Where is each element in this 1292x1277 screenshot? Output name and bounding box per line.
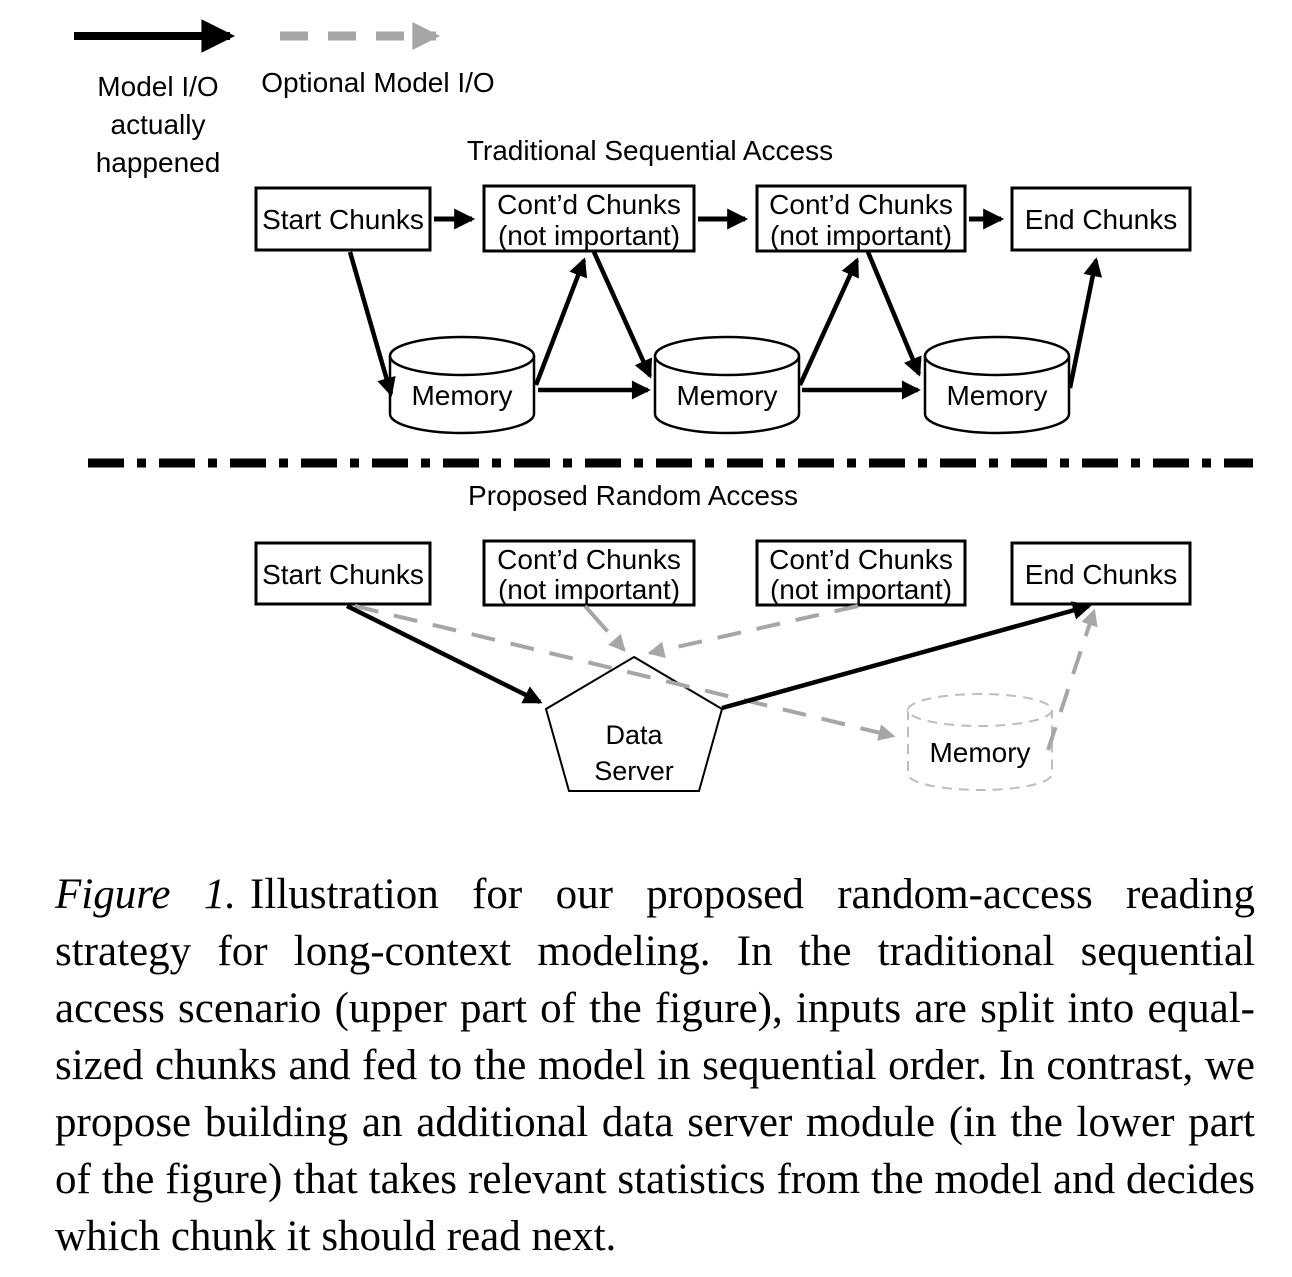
memory-cylinder-2: Memory	[653, 335, 801, 435]
legend-model-io-line3: happened	[96, 147, 221, 178]
trad-contd-chunks-2-line2: (not important)	[770, 220, 952, 251]
figure-label: Figure 1.	[55, 871, 237, 918]
prop-contd-chunks-2-box	[755, 539, 967, 607]
traditional-sequential-access-diagram: Traditional Sequential Access Start Chun…	[254, 135, 1192, 435]
arrow-start-to-server	[345, 603, 543, 705]
prop-start-chunks-label: Start Chunks	[262, 559, 424, 590]
data-server-pentagon: Data Server	[544, 655, 724, 792]
prop-end-chunks-box	[1010, 541, 1192, 606]
legend-model-io-line2: actually	[111, 109, 206, 140]
arrow-memory3-to-end	[1067, 257, 1103, 389]
prop-contd-chunks-1-line1: Cont’d Chunks	[497, 544, 681, 575]
trad-end-chunks-box	[1010, 186, 1192, 252]
memory-1-label: Memory	[411, 380, 512, 411]
figure-diagram: Model I/O actually happened Optional Mod…	[74, 19, 1253, 792]
arrow-memory1-to-contd1	[533, 257, 588, 386]
arrow-contd2-to-memory3	[865, 251, 922, 377]
data-server-line2: Server	[594, 756, 674, 786]
trad-start-chunks-box	[254, 186, 432, 252]
arrow-memory2-to-contd2	[797, 257, 860, 386]
prop-contd-chunks-1-box	[482, 539, 696, 607]
dashed-arrow-start-to-memory	[354, 604, 896, 741]
figure-caption-text: Illustration for our proposed random-acc…	[55, 871, 1255, 1260]
memory-cylinder-1: Memory	[388, 335, 536, 435]
proposed-random-access-diagram: Proposed Random Access Start Chunks Cont…	[254, 480, 1192, 792]
trad-contd-chunks-1-box	[482, 184, 696, 253]
arrow-server-to-end	[721, 601, 1092, 711]
trad-contd-chunks-1-line2: (not important)	[498, 220, 680, 251]
dashed-arrow-memory-to-end	[1046, 608, 1098, 751]
optional-memory-cylinder: Memory	[907, 693, 1053, 791]
memory-2-label: Memory	[676, 380, 777, 411]
traditional-title: Traditional Sequential Access	[467, 135, 833, 166]
trad-contd-chunks-2-box	[755, 184, 967, 253]
trad-contd-chunks-1-line1: Cont’d Chunks	[497, 189, 681, 220]
trad-start-chunks-label: Start Chunks	[262, 204, 424, 235]
trad-contd-chunks-2-line1: Cont’d Chunks	[769, 189, 953, 220]
arrow-start-to-memory1	[347, 251, 396, 397]
prop-contd-chunks-2-line2: (not important)	[770, 574, 952, 605]
figure-caption: Figure 1.Illustration for our proposed r…	[55, 866, 1255, 1265]
prop-start-chunks-box	[254, 541, 432, 606]
arrow-contd1-to-memory2	[591, 251, 653, 379]
trad-end-chunks-label: End Chunks	[1025, 204, 1178, 235]
legend: Model I/O actually happened Optional Mod…	[74, 19, 495, 178]
optional-memory-label: Memory	[929, 737, 1030, 768]
prop-contd-chunks-2-line1: Cont’d Chunks	[769, 544, 953, 575]
data-server-line1: Data	[605, 720, 663, 750]
memory-3-label: Memory	[946, 380, 1047, 411]
dashed-arrow-contd1-to-server	[583, 604, 626, 652]
legend-optional-model-io-label: Optional Model I/O	[261, 67, 494, 98]
memory-cylinder-3: Memory	[923, 335, 1071, 435]
proposed-title: Proposed Random Access	[468, 480, 798, 511]
dashed-arrow-contd2-to-server	[647, 604, 859, 659]
prop-end-chunks-label: End Chunks	[1025, 559, 1178, 590]
legend-model-io-line1: Model I/O	[97, 71, 218, 102]
prop-contd-chunks-1-line2: (not important)	[498, 574, 680, 605]
